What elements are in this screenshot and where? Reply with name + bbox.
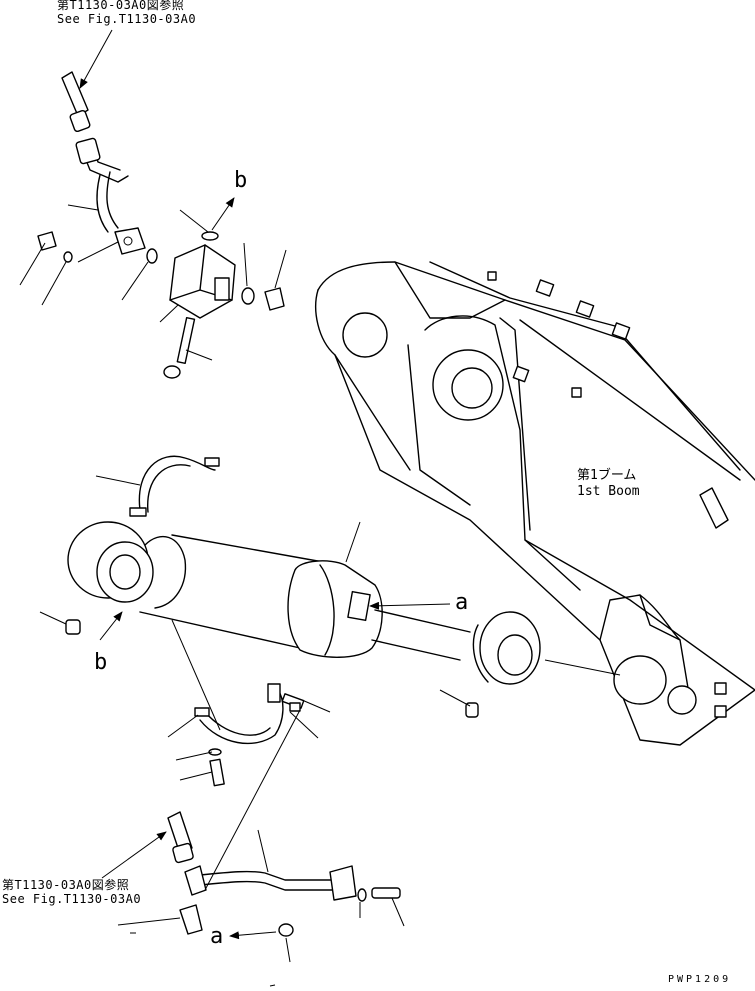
reference-bottom-jp: 第T1130-03A0図参照: [2, 878, 130, 892]
lower-pipe-assembly: [167, 748, 401, 937]
boom-structure: [315, 261, 755, 746]
mounting-bolts: [65, 619, 479, 718]
boom-label-jp: 第1ブーム: [577, 468, 637, 483]
figure-code: PWP1209: [668, 974, 732, 985]
hose-clamps: [129, 455, 305, 745]
marker-a-right: a: [455, 590, 469, 615]
reference-top: 第T1130-03A0図参照 See Fig.T1130-03A0: [57, 0, 196, 26]
reference-top-jp: 第T1130-03A0図参照: [57, 0, 185, 12]
marker-a-bottom: a: [210, 924, 224, 949]
reference-bottom: 第T1130-03A0図参照 See Fig.T1130-03A0: [2, 878, 141, 906]
reference-bottom-en: See Fig.T1130-03A0: [2, 892, 142, 906]
marker-b-left: b: [94, 650, 108, 675]
upper-pipe-assembly: [37, 71, 285, 379]
reference-top-en: See Fig.T1130-03A0: [57, 12, 197, 26]
leader-lines: [19, 29, 471, 987]
boom-label: 第1ブーム 1st Boom: [577, 468, 640, 500]
boom-label-en: 1st Boom: [577, 484, 640, 499]
marker-b-top: b: [234, 168, 248, 193]
boom-cylinder: [67, 521, 621, 685]
